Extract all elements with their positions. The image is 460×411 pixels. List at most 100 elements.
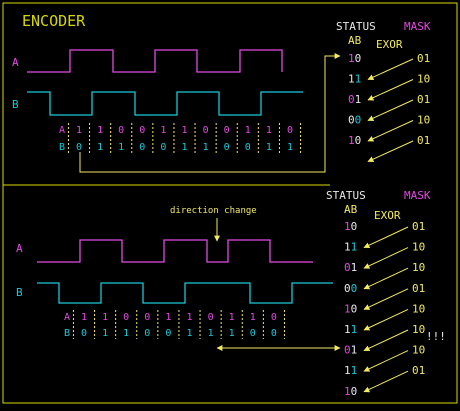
top-status-value: 01 [348,93,361,106]
top-seq-a-bit: 1 [97,125,103,136]
top-mask-value: 01 [417,52,430,65]
bottom-signal-b-label: B [16,286,23,299]
bottom-exor-arrow [363,370,409,393]
top-seq-b-bit: 0 [224,142,230,153]
bottom-status-header: STATUS [326,189,366,202]
bottom-seq-a-bit: 0 [271,312,277,323]
bottom-seq-a-bit: 1 [102,312,108,323]
top-seq-a-bit: 0 [139,125,145,136]
bottom-exor-arrow [363,267,409,290]
top-signal-b-label: B [12,98,19,111]
bottom-status-value: 11 [344,241,357,254]
top-status-value: 11 [348,73,361,86]
top-seq-a-bit: 0 [118,125,124,136]
bottom-seq-a-bit: 1 [250,312,256,323]
top-seq-a-bit: 1 [266,125,272,136]
bottom-seq-a-label: A [64,312,70,323]
top-seq-b-bit: 1 [97,142,103,153]
top-waveform-a [27,49,283,73]
bottom-mask-value: 10 [412,302,425,315]
top-seq-b-bit: 1 [266,142,272,153]
bottom-mask-value: 01 [412,220,425,233]
bottom-seq-a-bit: 1 [186,312,192,323]
top-seq-b-bit: 1 [181,142,187,153]
bottom-seq-b-bit: 0 [165,328,171,339]
bottom-mask-value: 10 [412,241,425,254]
top-seq-b-bit: 1 [287,142,293,153]
bottom-seq-b-bit: 1 [102,328,108,339]
bottom-seq-a-bit: 0 [144,312,150,323]
bottom-status-value: 10 [344,385,357,398]
bottom-mask-value: 10 [412,261,425,274]
direction-change-label: direction change [170,206,257,216]
bottom-status-value: 11 [344,364,357,377]
bottom-signal-a-label: A [16,242,23,255]
top-seq-a-bit: 1 [245,125,251,136]
bottom-seq-a-bit: 0 [123,312,129,323]
bottom-seq-a-bit: 1 [81,312,87,323]
top-feedback-arrow [79,53,341,173]
top-seq-a-bit: 1 [181,125,187,136]
bottom-seq-b-bit: 1 [186,328,192,339]
bottom-seq-b-bit: 0 [250,328,256,339]
bottom-seq-a-bit: 0 [208,312,214,323]
outer-frame [2,2,458,404]
top-seq-b-bit: 0 [160,142,166,153]
bottom-mask-value: 10 [412,323,425,336]
bottom-exor-arrow [363,350,409,372]
top-seq-b-bit: 0 [139,142,145,153]
bottom-seq-b-bit: 1 [208,328,214,339]
top-mask-value: 10 [417,114,430,127]
top-exor-arrow [367,140,414,162]
bottom-seq-a-bit: 1 [165,312,171,323]
bottom-exor-arrow [363,247,409,269]
bottom-status-value: 01 [344,344,357,357]
top-mask-value: 01 [417,134,430,147]
bottom-mask-header: MASK [404,189,431,202]
top-status-value: 00 [348,114,361,127]
bottom-exor-arrow [363,288,409,310]
bottom-exor-label: EXOR [374,209,401,222]
bottom-waveform-a [37,239,313,263]
top-status-value: 10 [348,134,361,147]
bottom-seq-a-bit: 1 [229,312,235,323]
top-seq-a-bit: 1 [76,125,82,136]
bottom-seq-b-bit: 0 [271,328,277,339]
diagram-title: ENCODER [22,12,86,30]
bottom-status-value: 10 [344,220,357,233]
top-seq-a-label: A [59,125,65,136]
bottom-status-value: 11 [344,323,357,336]
alert-marks: !!! [426,330,446,343]
bottom-exor-arrow [363,308,409,331]
top-seq-b-bit: 0 [245,142,251,153]
bottom-mask-value: 01 [412,364,425,377]
top-seq-b-bit: 1 [203,142,209,153]
bottom-seq-b-bit: 0 [81,328,87,339]
top-status-header: STATUS [336,20,376,33]
bottom-exor-arrow [363,329,409,352]
bottom-seq-b-label: B [64,328,70,339]
top-seq-a-bit: 0 [224,125,230,136]
bottom-mask-value: 01 [412,282,425,295]
top-waveform-b [27,91,303,116]
top-exor-label: EXOR [376,38,403,51]
top-mask-value: 10 [417,73,430,86]
top-seq-b-bit: 1 [118,142,124,153]
bottom-seq-b-bit: 1 [229,328,235,339]
bottom-mask-value: 10 [412,344,425,357]
top-exor-arrow [367,99,414,121]
bottom-waveform-b [37,282,333,304]
top-mask-header: MASK [404,20,431,33]
top-exor-arrow [367,58,414,80]
top-seq-a-bit: 1 [160,125,166,136]
top-seq-b-label: B [59,142,65,153]
top-mask-value: 01 [417,93,430,106]
top-status-value: 10 [348,52,361,65]
bottom-status-value: 10 [344,302,357,315]
top-exor-arrow [367,120,414,142]
top-signal-a-label: A [12,56,19,69]
